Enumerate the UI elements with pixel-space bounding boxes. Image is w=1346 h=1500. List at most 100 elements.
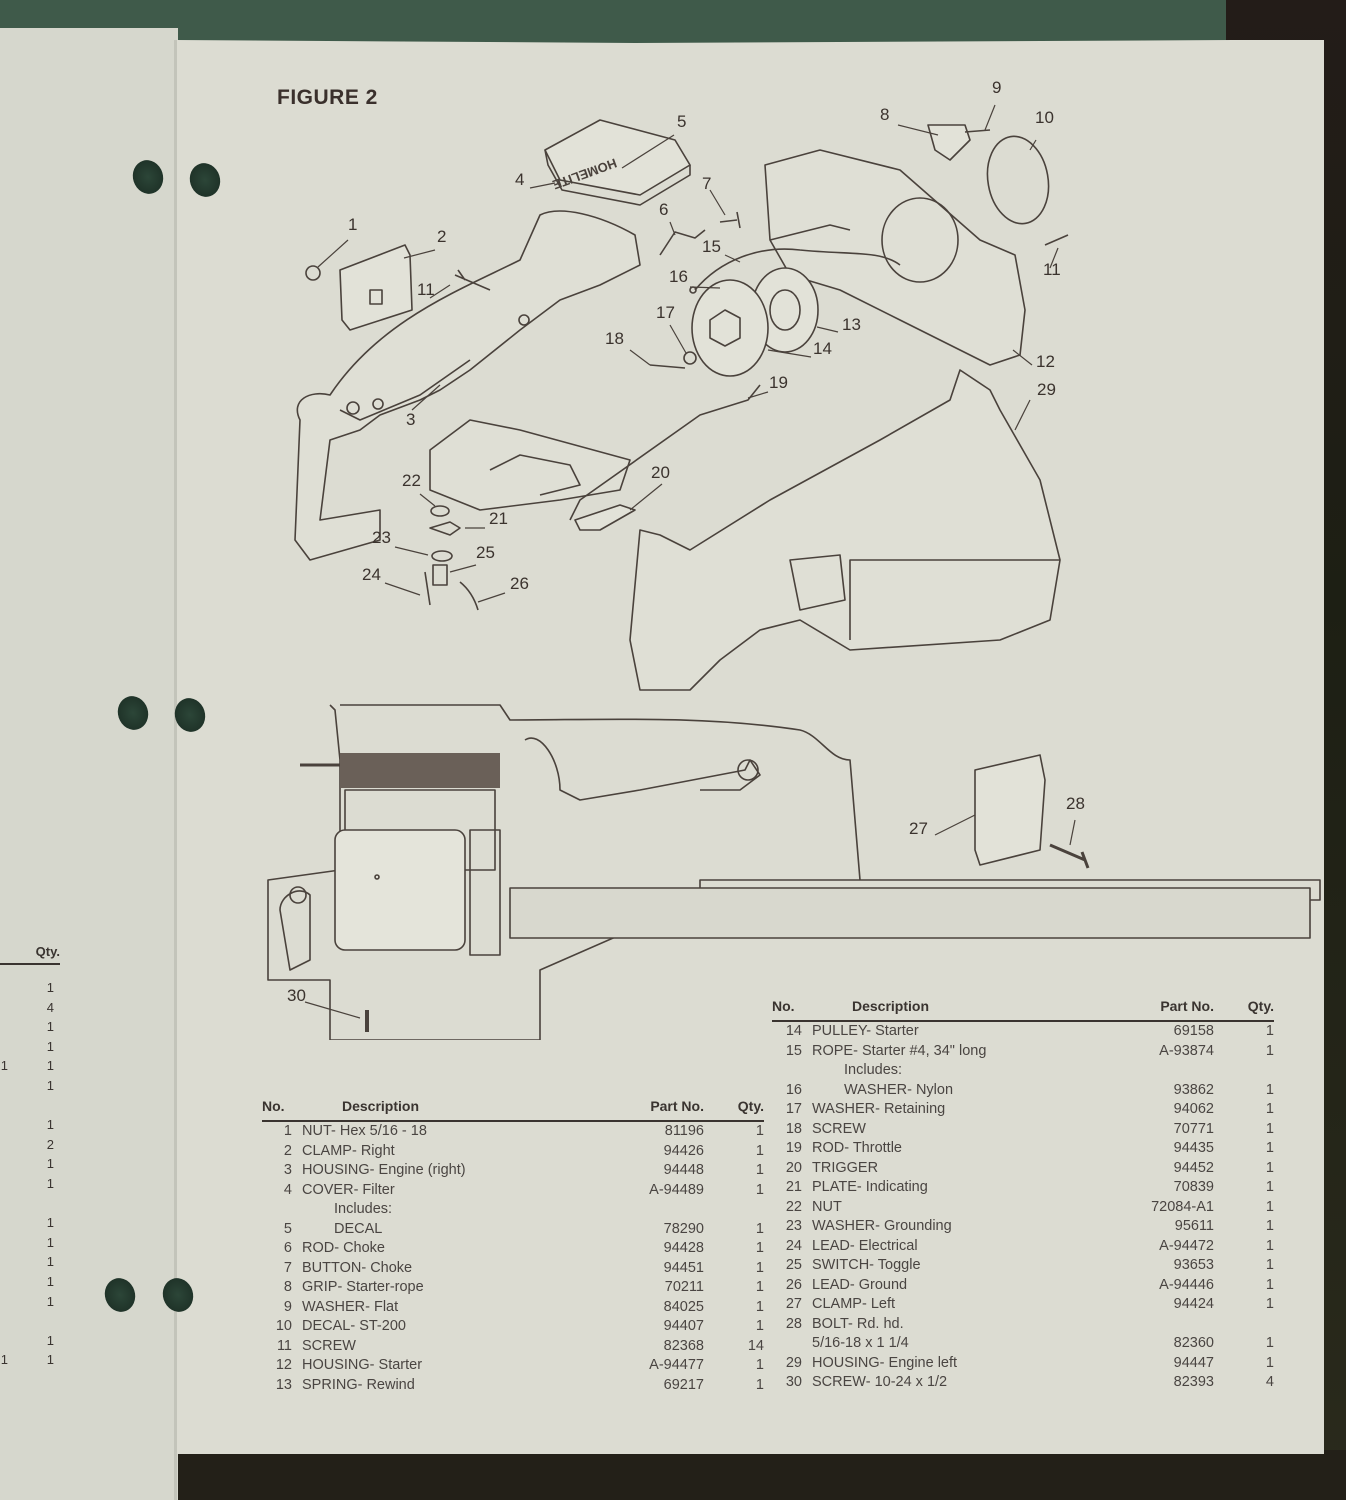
part-number: 82360	[1173, 1335, 1214, 1351]
part-description: PULLEY- Starter	[812, 1023, 919, 1039]
left-page-qty-value: 1	[46, 1274, 54, 1289]
toggle-switch-drawing	[432, 564, 448, 586]
part-description: CLAMP- Right	[302, 1142, 395, 1159]
screw-drawing	[454, 269, 491, 291]
part-number-index: 5	[283, 1220, 292, 1237]
col-header-qty: Qty.	[1214, 998, 1274, 1022]
callout-number: 21	[489, 509, 508, 528]
part-number: 94407	[663, 1318, 704, 1334]
engine-housing-left-drawing	[629, 369, 1061, 691]
part-quantity: 1	[1265, 1354, 1274, 1371]
clamp-right-drawing	[339, 244, 413, 331]
throttle-rod-drawing	[569, 384, 761, 521]
part-quantity: 4	[1265, 1374, 1274, 1390]
part-number-index: 11	[276, 1337, 292, 1354]
clamp-left-drawing	[974, 754, 1046, 866]
part-description: HOUSING- Engine left	[812, 1354, 958, 1371]
callout-number: 20	[651, 463, 670, 482]
col-header-description: Description	[302, 1098, 634, 1122]
part-number-index: 1	[283, 1123, 292, 1139]
callout-number: 16	[669, 267, 688, 286]
part-number-index: 27	[785, 1296, 802, 1312]
indicating-plate-drawing	[429, 521, 461, 536]
left-page-qty-value: 1	[46, 1038, 54, 1054]
left-page-qty-value: 1	[46, 1156, 54, 1172]
callout-number: 2	[437, 227, 447, 246]
part-number: 81196	[664, 1123, 704, 1139]
engine-housing-right-drawing	[294, 210, 641, 561]
electrical-lead-drawing	[424, 571, 431, 606]
part-description: NUT- Hex 5/16 - 18	[302, 1123, 427, 1139]
part-number: 69217	[663, 1376, 704, 1393]
part-quantity: 1	[1265, 1237, 1274, 1254]
callout-number: 3	[406, 410, 416, 429]
part-description: DECAL- ST-200	[302, 1318, 406, 1334]
part-number-index: 25	[785, 1257, 802, 1273]
col-header-qty: Qty.	[704, 1098, 764, 1122]
part-number-index: 6	[283, 1240, 292, 1256]
part-quantity: 1	[1265, 1257, 1274, 1273]
part-number-index: 21	[785, 1179, 802, 1195]
left-page-qty-value: 4	[46, 999, 54, 1015]
part-description: NUT	[812, 1198, 842, 1215]
part-description: BUTTON- Choke	[302, 1259, 413, 1276]
starter-rope-drawing	[694, 248, 901, 291]
callout-number: 17	[656, 303, 675, 322]
part-quantity	[1214, 1315, 1274, 1335]
part-number: A-93874	[1159, 1042, 1214, 1059]
part-quantity: 1	[1265, 1198, 1274, 1215]
left-page-qty-value: 1	[46, 1176, 54, 1191]
table-row: Includes:	[772, 1061, 1274, 1081]
part-quantity: 1	[1265, 1159, 1274, 1176]
part-quantity	[1214, 1061, 1274, 1081]
callout-number: 11	[417, 280, 435, 299]
part-number-index: 29	[785, 1354, 802, 1371]
left-page-qty-value: 1	[46, 1352, 54, 1368]
part-number-index: 15	[785, 1042, 802, 1059]
part-number-index: 3	[283, 1162, 292, 1178]
washer-flat-drawing	[964, 129, 991, 133]
part-number: 94435	[1173, 1140, 1214, 1156]
screw-18-drawing	[649, 364, 686, 369]
part-description: 5/16-18 x 1 1/4	[812, 1335, 909, 1351]
callout-number: 11	[1043, 260, 1061, 279]
part-number-index: 18	[785, 1120, 802, 1137]
col-header-description: Description	[812, 998, 1144, 1022]
callout-number: 8	[880, 105, 890, 124]
part-number-index: 4	[283, 1181, 292, 1198]
part-description: WASHER- Retaining	[812, 1101, 946, 1117]
callout-leaders	[304, 104, 1076, 1019]
table-row: Includes:	[262, 1200, 764, 1220]
left-page-qty-value: 1	[46, 1332, 54, 1348]
part-number: A-94472	[1159, 1237, 1214, 1254]
part-description: Includes:	[334, 1201, 393, 1217]
part-number: 93862	[1173, 1081, 1214, 1098]
part-description: BOLT- Rd. hd.	[812, 1315, 904, 1332]
part-number	[634, 1200, 704, 1220]
callout-number: 15	[702, 237, 721, 256]
part-description: ROD- Throttle	[812, 1140, 902, 1156]
part-number-index: 17	[785, 1101, 802, 1117]
part-description: Includes:	[844, 1062, 903, 1078]
part-quantity: 1	[1265, 1023, 1274, 1039]
part-description: SCREW	[302, 1337, 356, 1354]
left-page-qty-value: 1	[46, 1019, 54, 1035]
part-description: LEAD- Ground	[812, 1276, 908, 1293]
part-quantity: 1	[1265, 1179, 1274, 1195]
part-number-index: 13	[275, 1376, 292, 1393]
ground-lead-drawing	[459, 581, 479, 611]
